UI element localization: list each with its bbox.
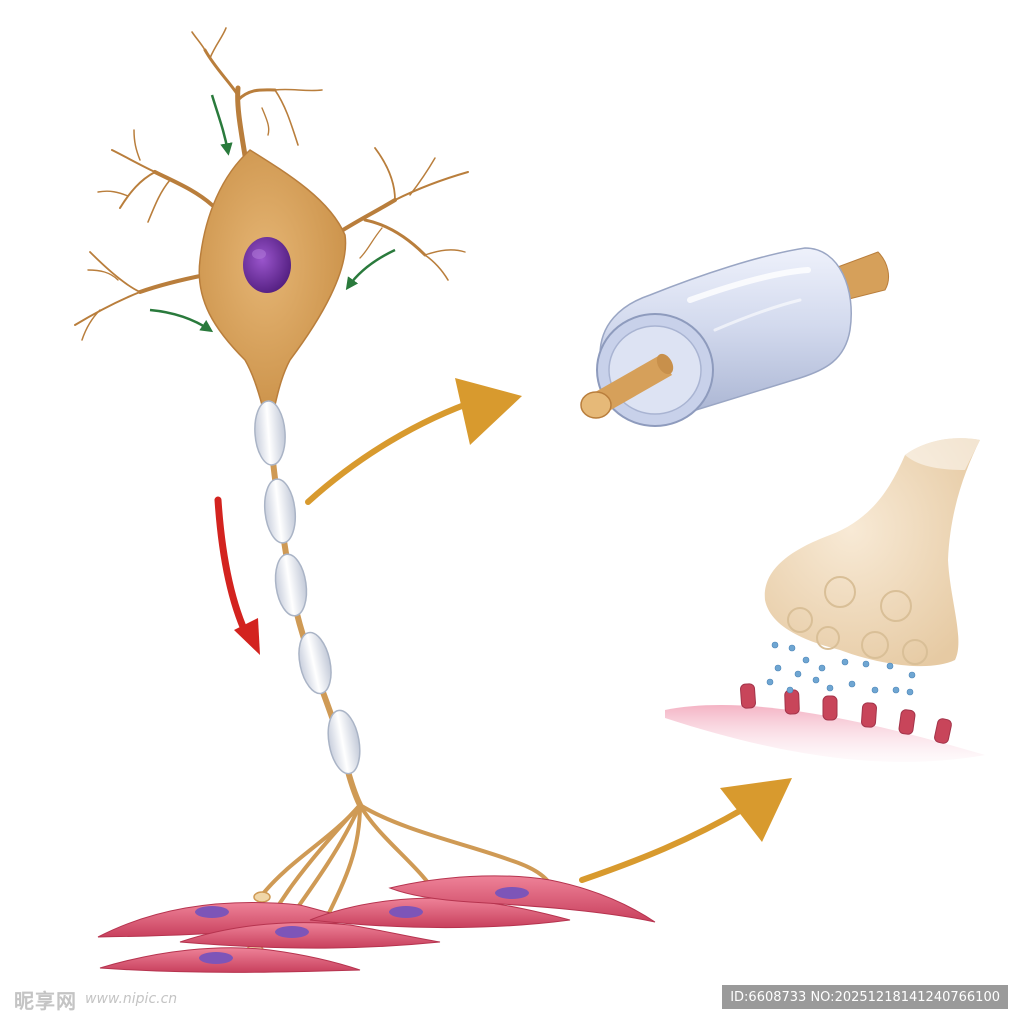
muscle-nucleus — [495, 887, 529, 899]
axon-core-front — [580, 353, 674, 419]
myelin-segment — [254, 400, 286, 466]
receptor — [822, 695, 838, 721]
watermark-url: www.nipic.cn — [85, 991, 178, 1007]
synaptic-vesicle — [816, 626, 840, 650]
callout-arrow-synapse — [579, 778, 792, 883]
watermark-id-tag: ID:6608733 NO:20251218141240766100 — [722, 985, 1008, 1009]
muscle-nucleus — [195, 906, 229, 918]
dendrite-signal-arrows — [149, 94, 396, 333]
receptor — [898, 709, 916, 735]
presynaptic-terminal — [764, 438, 980, 667]
synaptic-vesicle — [824, 576, 856, 608]
receptors — [740, 683, 952, 744]
myelin-segment — [298, 631, 332, 695]
myelin-sheath — [254, 400, 361, 775]
receptor — [934, 718, 952, 744]
watermark-logo: 昵享网 www.nipic.cn — [14, 986, 178, 1013]
muscle-fibers — [97, 875, 656, 973]
muscle-nucleus — [199, 952, 233, 964]
myelin-segment — [327, 709, 361, 775]
muscle-nucleus — [275, 926, 309, 938]
dendrite-arrow-top — [210, 94, 233, 156]
dendrite-arrow-left — [149, 308, 214, 333]
muscle-nucleus — [389, 906, 423, 918]
dendrites — [74, 27, 469, 341]
dendrite-arrow-right — [345, 248, 396, 291]
muscle-fiber — [179, 922, 441, 949]
receptor — [861, 702, 877, 728]
synaptic-vesicle — [787, 607, 813, 633]
muscle-fiber — [99, 947, 361, 973]
callout-arrow-myelin — [305, 378, 522, 505]
receptor — [740, 683, 756, 709]
synaptic-vesicle — [861, 631, 889, 659]
postsynaptic-membrane — [665, 705, 985, 762]
myelinated-axon-cross-section — [580, 247, 889, 427]
muscle-fiber — [388, 875, 656, 923]
synapse-detail — [665, 438, 985, 762]
neurotransmitters — [766, 641, 916, 696]
nucleus — [243, 237, 291, 293]
watermark-logo-text: 昵享网 — [14, 988, 77, 1013]
myelin-segment — [274, 553, 308, 617]
muscle-fiber — [309, 897, 571, 929]
synaptic-vesicle — [902, 639, 928, 665]
myelin-segment — [263, 478, 297, 544]
receptor — [784, 689, 800, 715]
synaptic-vesicle — [880, 590, 912, 622]
signal-direction-arrow — [214, 496, 260, 655]
